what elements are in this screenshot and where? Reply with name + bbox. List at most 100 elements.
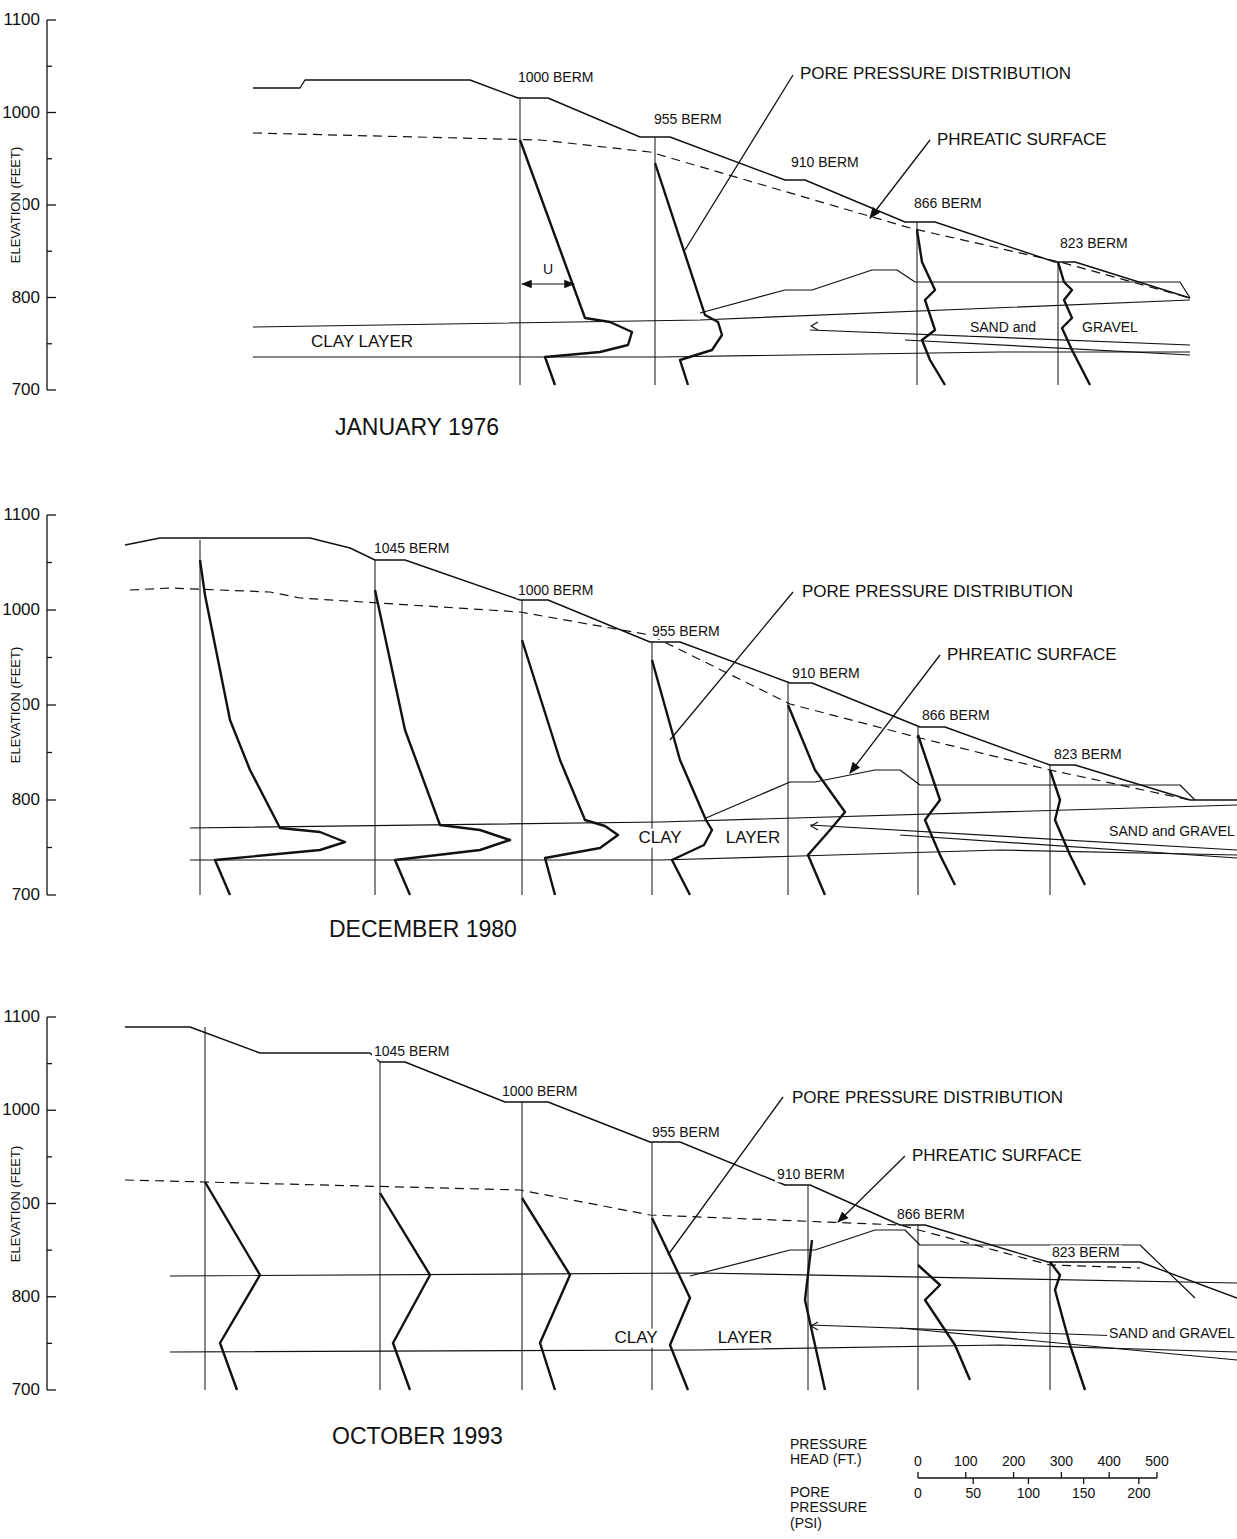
scale-tick xyxy=(965,1472,966,1478)
piezometer-line xyxy=(200,540,201,895)
scale-tick xyxy=(1083,1478,1084,1484)
axis-tick xyxy=(47,609,56,610)
scale-bar xyxy=(918,1477,1157,1478)
pore-pressure-curve xyxy=(805,1240,825,1390)
axis-tick xyxy=(47,657,52,658)
pore-pressure-curve xyxy=(200,560,345,895)
scale-title: PRESSURE HEAD (FT.) xyxy=(788,1437,887,1468)
layer-label: LAYER xyxy=(716,1329,775,1348)
berm-label: 1045 BERM xyxy=(372,1044,451,1059)
axis-value: 700 xyxy=(10,886,42,905)
berm-label: 955 BERM xyxy=(652,112,724,127)
callout-text: PORE PRESSURE DISTRIBUTION xyxy=(800,583,1075,602)
pore-pressure-curve xyxy=(380,1193,430,1390)
scale-tick xyxy=(1013,1472,1014,1478)
axis-title: ELEVATION (FEET) xyxy=(9,1143,23,1264)
layer-label: LAYER xyxy=(724,829,783,848)
axis-value: 800 xyxy=(10,288,42,307)
axis-tick xyxy=(47,1343,52,1344)
berm-label: 866 BERM xyxy=(920,708,992,723)
piezometer-line xyxy=(918,727,919,895)
axis-tick xyxy=(47,19,56,20)
scale-value: 100 xyxy=(1015,1486,1042,1501)
scale-value: 150 xyxy=(1070,1486,1097,1501)
callout-text: PORE PRESSURE DISTRIBUTION xyxy=(790,1089,1065,1108)
axis-tick xyxy=(47,66,52,67)
pore-pressure-curve xyxy=(918,735,955,885)
axis-tick xyxy=(47,389,56,390)
scale-tick xyxy=(1109,1472,1110,1478)
scale-value: 500 xyxy=(1143,1454,1170,1469)
layer-label: CLAY LAYER xyxy=(309,333,415,352)
berm-label: 1000 BERM xyxy=(516,70,595,85)
berm-label: 823 BERM xyxy=(1058,236,1130,251)
berm-label: 910 BERM xyxy=(790,666,862,681)
pore-pressure-curve xyxy=(375,590,510,895)
pore-pressure-curve xyxy=(917,230,945,385)
axis-value: 1000 xyxy=(0,1101,42,1120)
axis-value: 1000 xyxy=(0,103,42,122)
piezometer-line xyxy=(788,683,789,895)
berm-label: 823 BERM xyxy=(1050,1245,1122,1260)
callout-text: PHREATIC SURFACE xyxy=(935,131,1109,150)
layer-label: SAND and GRAVEL xyxy=(1107,1326,1237,1341)
scale-value: 300 xyxy=(1048,1454,1075,1469)
axis-tick xyxy=(47,112,56,113)
berm-label: 955 BERM xyxy=(650,624,722,639)
stratum-boundary xyxy=(253,300,1190,327)
stratum-boundary xyxy=(706,770,1195,818)
axis-value: 1100 xyxy=(1,11,42,30)
berm-label: 823 BERM xyxy=(1052,747,1124,762)
section-title: JANUARY 1976 xyxy=(333,415,501,440)
axis-tick xyxy=(47,343,52,344)
axis-tick xyxy=(47,1063,52,1064)
axis-value: 1100 xyxy=(1,506,42,525)
stratum-boundary xyxy=(905,340,1190,355)
piezometer-line xyxy=(918,1225,919,1390)
piezometer-line xyxy=(1050,1262,1051,1390)
callout-text: PHREATIC SURFACE xyxy=(945,646,1119,665)
pore-pressure-curve xyxy=(918,1265,970,1380)
berm-label: 955 BERM xyxy=(650,1125,722,1140)
axis-tick xyxy=(47,704,56,705)
layer-label: GRAVEL xyxy=(1080,320,1140,335)
axis-tick xyxy=(47,1203,56,1204)
piezometer-line xyxy=(652,642,653,895)
piezometer-line xyxy=(205,1027,206,1390)
phreatic-line xyxy=(253,133,1190,298)
axis-value: 700 xyxy=(10,1381,42,1400)
axis-tick xyxy=(47,562,52,563)
layer-label: SAND and xyxy=(968,320,1038,335)
pore-pressure-curve xyxy=(652,1218,690,1390)
stratum-boundary xyxy=(700,270,1190,313)
axis-value: 1100 xyxy=(1,1008,42,1027)
embankment-surface xyxy=(253,80,1190,298)
axis-value: 800 xyxy=(10,1287,42,1306)
pore-pressure-curve xyxy=(520,140,632,385)
pore-pressure-curve xyxy=(655,163,722,385)
axis-tick xyxy=(47,514,56,515)
scale-value: 200 xyxy=(1125,1486,1152,1501)
axis-tick xyxy=(47,251,52,252)
axis-value: 700 xyxy=(10,381,42,400)
stratum-boundary xyxy=(170,1273,1237,1283)
dimension-arrow xyxy=(522,283,574,284)
leader-line xyxy=(668,1097,783,1255)
piezometer-line xyxy=(652,1142,653,1390)
piezometer-line xyxy=(1058,262,1059,385)
piezometer-line xyxy=(375,560,376,895)
axis-tick xyxy=(47,752,52,753)
pore-pressure-curve xyxy=(1050,1262,1085,1390)
scale-value: 200 xyxy=(1000,1454,1027,1469)
phreatic-line xyxy=(130,588,1190,800)
berm-label: 866 BERM xyxy=(895,1207,967,1222)
pore-pressure-curve xyxy=(522,640,618,895)
stratum-boundary xyxy=(811,822,818,830)
scale-tick xyxy=(917,1472,918,1478)
scale-value: 0 xyxy=(912,1486,924,1501)
axis-tick xyxy=(47,847,52,848)
axis-tick xyxy=(47,204,56,205)
stratum-boundary xyxy=(811,322,818,330)
